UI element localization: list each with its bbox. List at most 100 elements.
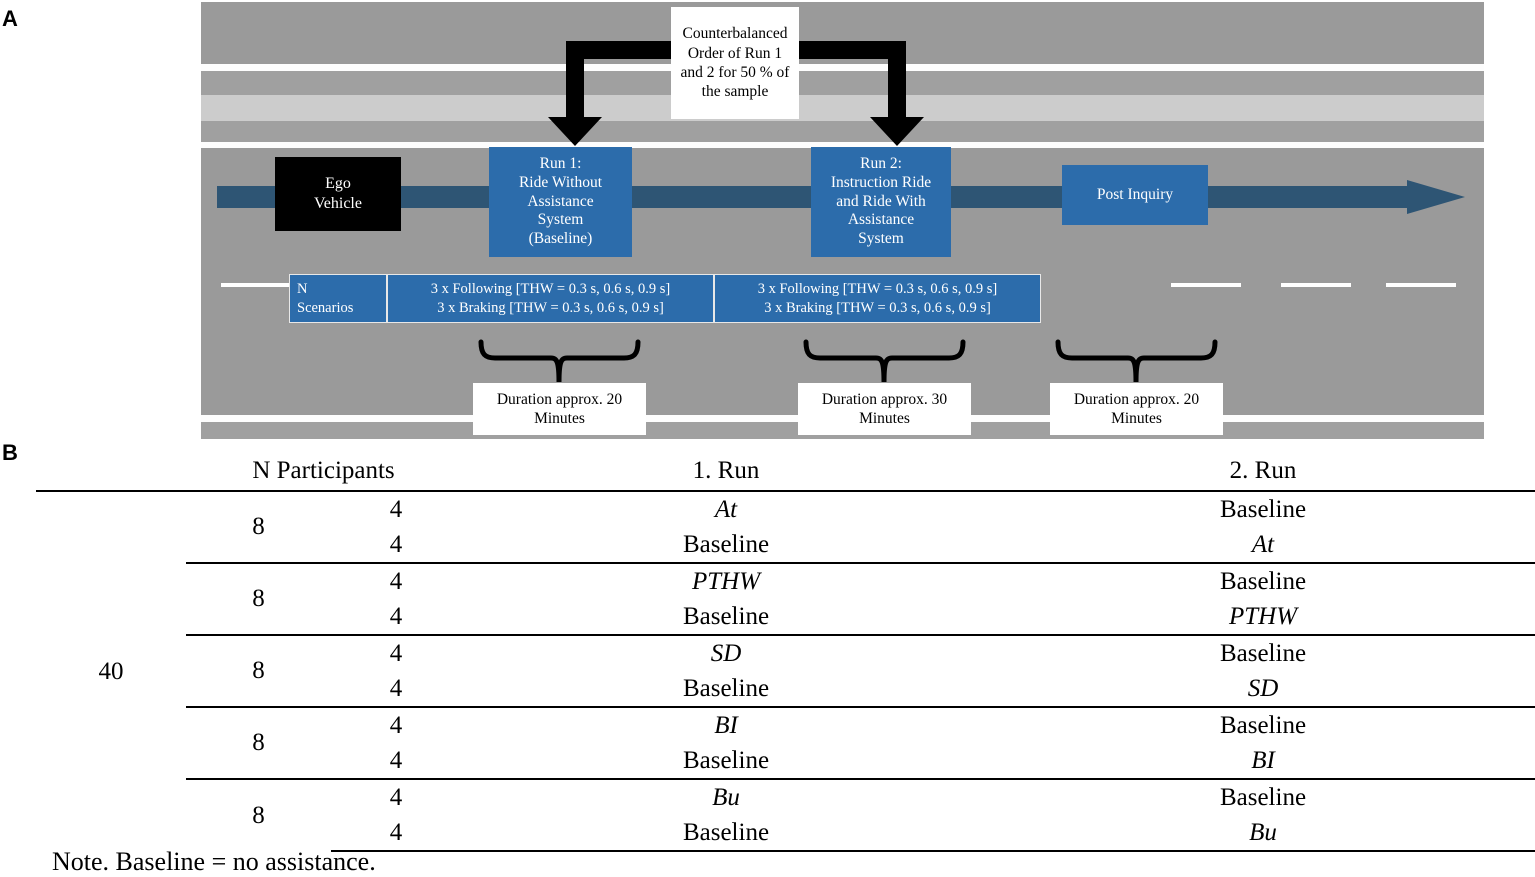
lane-line-2 <box>201 142 1484 148</box>
duration-2-line1: Duration approx. 30 <box>821 390 948 408</box>
header-participants: N Participants <box>186 452 461 492</box>
scenarios-strip: N Scenarios 3 x Following [THW = 0.3 s, … <box>289 274 1041 323</box>
brace-duration-2-icon <box>803 339 966 383</box>
run1-condition-cell: At <box>461 490 991 527</box>
counterbalanced-note-box: Counterbalanced Order of Run 1 and 2 for… <box>671 7 799 119</box>
lane-dash-4 <box>1386 283 1456 287</box>
run1-line1: Run 1: <box>539 154 582 172</box>
brace-duration-1-icon <box>478 339 641 383</box>
duration-box-1: Duration approx. 20 Minutes <box>473 383 646 435</box>
duration-3-line2: Minutes <box>1111 410 1162 427</box>
run2-line1: Run 2: <box>860 154 902 172</box>
group-size-cell: 8 <box>186 778 331 851</box>
run2-condition-cell: BI <box>1251 746 1275 774</box>
group-size-cell: 8 <box>186 706 331 779</box>
panel-label-a: A <box>2 6 18 31</box>
run2-condition-cell: PTHW <box>1228 602 1298 630</box>
run2-line2: Instruction Ride <box>830 173 932 191</box>
subgroup-size-cell: 4 <box>389 746 403 774</box>
header-run2: 2. Run <box>991 452 1535 492</box>
lane-dash-2 <box>1171 283 1241 287</box>
run1-line2: Ride Without <box>518 173 603 191</box>
table-head: N Participants 1. Run 2. Run <box>36 452 1535 492</box>
scenarios-run2-line2: 3 x Braking [THW = 0.3 s, 0.6 s, 0.9 s] <box>764 299 991 316</box>
table-header-row: N Participants 1. Run 2. Run <box>36 452 1535 492</box>
brace-duration-3-icon <box>1055 339 1218 383</box>
road-band-3 <box>201 121 1484 142</box>
subgroup-size-cell: 4 <box>331 634 461 671</box>
table-note: Note. Baseline = no assistance. <box>52 847 376 876</box>
study-procedure-diagram: Ego Vehicle Run 1: Ride Without Assistan… <box>201 2 1484 439</box>
ego-vehicle-line1: Ego <box>325 175 351 192</box>
run2-box: Run 2: Instruction Ride and Ride With As… <box>811 147 951 257</box>
panel-label-b: B <box>2 440 18 465</box>
duration-box-2: Duration approx. 30 Minutes <box>798 383 971 435</box>
ego-vehicle-box: Ego Vehicle <box>275 157 401 231</box>
table-row: 4 Baseline BI <box>36 743 1535 779</box>
duration-box-3: Duration approx. 20 Minutes <box>1050 383 1223 435</box>
duration-3-line1: Duration approx. 20 <box>1073 390 1200 408</box>
run2-condition-cell: Baseline <box>991 562 1535 599</box>
run1-line3: Assistance <box>527 192 594 210</box>
run1-condition-cell: Baseline <box>682 674 770 702</box>
run1-condition-cell: Baseline <box>682 602 770 630</box>
subgroup-size-cell: 4 <box>331 562 461 599</box>
table-row: 4 Baseline SD <box>36 671 1535 707</box>
subgroup-size-cell: 4 <box>389 602 403 630</box>
subgroup-size-cell: 4 <box>331 706 461 743</box>
post-inquiry-label: Post Inquiry <box>1096 185 1174 203</box>
run2-condition-cell: Baseline <box>991 706 1535 743</box>
run1-box: Run 1: Ride Without Assistance System (B… <box>489 147 632 257</box>
scenarios-run2-line1: 3 x Following [THW = 0.3 s, 0.6 s, 0.9 s… <box>757 280 998 297</box>
run1-line5: (Baseline) <box>528 230 593 248</box>
group-size-cell: 8 <box>186 562 331 635</box>
total-participants-cell: 40 <box>36 490 186 851</box>
run2-line3: and Ride With <box>836 192 926 210</box>
subgroup-size-cell: 4 <box>331 490 461 527</box>
subgroup-size-cell: 4 <box>389 530 403 558</box>
run2-line4: Assistance <box>847 211 915 229</box>
duration-2-line2: Minutes <box>859 410 910 427</box>
run1-condition-cell: Baseline <box>461 815 991 852</box>
scenarios-label-line2: Scenarios <box>297 299 354 316</box>
run1-condition-cell: Baseline <box>682 746 770 774</box>
scenarios-run2-cell: 3 x Following [THW = 0.3 s, 0.6 s, 0.9 s… <box>713 275 1040 322</box>
run2-condition-cell: At <box>1251 530 1275 558</box>
scenarios-run1-line2: 3 x Braking [THW = 0.3 s, 0.6 s, 0.9 s] <box>437 299 664 316</box>
counterbalanced-note-text: Counterbalanced Order of Run 1 and 2 for… <box>680 25 790 101</box>
scenarios-label-cell: N Scenarios <box>290 275 386 322</box>
lane-line-1 <box>201 64 1484 71</box>
lane-dash-3 <box>1281 283 1351 287</box>
header-spacer <box>36 452 186 492</box>
run1-condition-cell: PTHW <box>461 562 991 599</box>
run2-condition-cell: Baseline <box>991 778 1535 815</box>
subgroup-size-cell: 4 <box>389 674 403 702</box>
group-size-cell: 8 <box>186 490 331 563</box>
post-inquiry-box: Post Inquiry <box>1062 165 1208 225</box>
run2-condition-cell: Bu <box>991 815 1535 852</box>
group-size-cell: 8 <box>186 634 331 707</box>
run2-condition-cell: Baseline <box>991 490 1535 527</box>
duration-1-line2: Minutes <box>534 410 585 427</box>
table-row: 4 Baseline PTHW <box>36 599 1535 635</box>
run1-condition-cell: BI <box>461 706 991 743</box>
table-row: 4 Baseline At <box>36 527 1535 563</box>
scenarios-run1-line1: 3 x Following [THW = 0.3 s, 0.6 s, 0.9 s… <box>430 280 671 297</box>
subgroup-size-cell: 4 <box>331 778 461 815</box>
run2-condition-cell: Baseline <box>991 634 1535 671</box>
run1-condition-cell: Baseline <box>682 530 770 558</box>
run1-condition-cell: Bu <box>461 778 991 815</box>
road-band-light <box>201 95 1484 121</box>
lane-dash-1 <box>221 283 291 287</box>
run2-condition-cell: SD <box>1247 674 1279 702</box>
duration-1-line1: Duration approx. 20 <box>496 390 623 408</box>
